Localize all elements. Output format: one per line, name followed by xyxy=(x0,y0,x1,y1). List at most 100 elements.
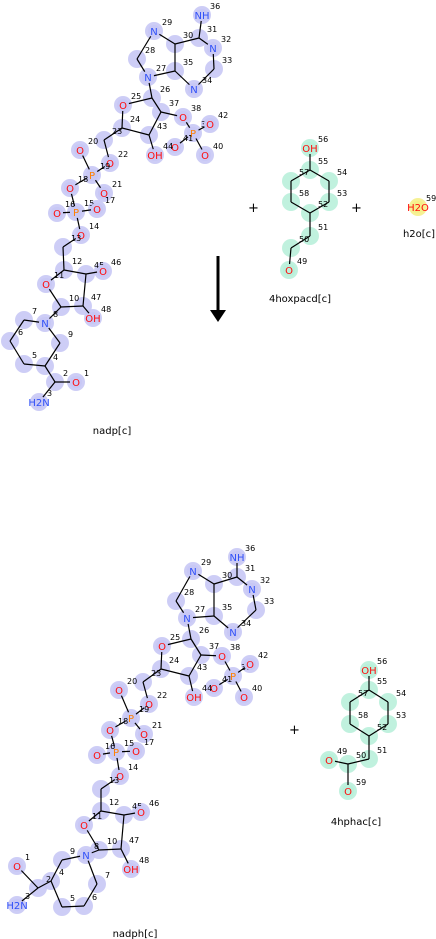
atom-symbol-56: OH xyxy=(361,666,376,677)
atom-symbol-19: P xyxy=(128,714,134,725)
atom-number-40: 40 xyxy=(213,142,223,151)
atom-number-12: 12 xyxy=(72,257,82,266)
atom-symbol-22: O xyxy=(106,159,114,170)
atom-number-14: 14 xyxy=(128,763,138,772)
atom-symbol-42: O xyxy=(206,120,214,131)
bond xyxy=(50,880,63,908)
atom-label-bg xyxy=(74,144,86,156)
atom-symbol-48: OH xyxy=(123,865,138,876)
atom-number-20: 20 xyxy=(88,137,98,146)
atom-number-6: 6 xyxy=(18,328,23,337)
atom-label-bg xyxy=(412,201,424,213)
atom-label-bg xyxy=(196,9,208,21)
atom-number-12: 12 xyxy=(109,798,119,807)
atom-label-bg xyxy=(246,583,258,595)
atom-symbol-29: N xyxy=(150,27,157,38)
bond xyxy=(174,37,200,45)
atom-symbol-17: O xyxy=(93,205,101,216)
atom-number-20: 20 xyxy=(127,677,137,686)
atom-number-50: 50 xyxy=(299,235,309,244)
caption-nadph: nadph[c] xyxy=(113,929,158,939)
atom-number-10: 10 xyxy=(107,837,117,846)
bond xyxy=(148,111,162,136)
atom-number-28: 28 xyxy=(145,46,155,55)
atom-symbol-39: P xyxy=(230,672,236,683)
atom-symbol-16: O xyxy=(53,209,61,220)
atom-number-48: 48 xyxy=(101,305,111,314)
atom-label-bg xyxy=(104,157,116,169)
atom-number-30: 30 xyxy=(183,31,193,40)
atom-symbol-15: P xyxy=(113,748,119,759)
atom-symbol-59: H2O xyxy=(407,203,429,214)
atom-number-58: 58 xyxy=(358,711,368,720)
atom-symbol-3: H2N xyxy=(28,398,49,409)
atom-number-30: 30 xyxy=(222,571,232,580)
atom-symbol-11: O xyxy=(80,821,88,832)
atom-symbol-49: O xyxy=(285,266,293,277)
atom-label-bg xyxy=(117,99,129,111)
atom-number-38: 38 xyxy=(191,104,201,113)
atom-label-bg xyxy=(142,71,154,83)
atom-number-4: 4 xyxy=(59,868,64,877)
bond xyxy=(368,723,389,737)
atom-number-16: 16 xyxy=(65,200,75,209)
atom-number-44: 44 xyxy=(202,684,212,693)
bond xyxy=(23,363,46,367)
atom-symbol-29: N xyxy=(189,567,196,578)
atom-label-bg xyxy=(75,229,87,241)
atom-number-40: 40 xyxy=(252,684,262,693)
atom-symbol-34: N xyxy=(190,85,197,96)
atom-number-9: 9 xyxy=(70,847,75,856)
atom-number-22: 22 xyxy=(157,691,167,700)
bond xyxy=(9,340,25,365)
bond xyxy=(142,668,162,683)
atom-number-33: 33 xyxy=(222,56,232,65)
atom-number-53: 53 xyxy=(337,189,347,198)
atom-number-41: 41 xyxy=(222,675,232,684)
atom-number-16: 16 xyxy=(105,742,115,751)
atom-symbol-59: O xyxy=(344,787,352,798)
bond xyxy=(347,758,370,765)
atom-symbol-40: O xyxy=(201,151,209,162)
atom-number-24: 24 xyxy=(130,115,140,124)
atom-symbol-48: OH xyxy=(85,314,100,325)
atom-number-54: 54 xyxy=(337,168,347,177)
atom-number-18: 18 xyxy=(78,175,88,184)
atom-label-bg xyxy=(80,849,92,861)
atom-label-bg xyxy=(342,785,354,797)
atom-number-50: 50 xyxy=(356,751,366,760)
atom-symbol-20: O xyxy=(115,686,123,697)
atom-label-bg xyxy=(169,141,181,153)
bond xyxy=(62,246,65,271)
atom-symbol-14: O xyxy=(77,231,85,242)
atom-number-1: 1 xyxy=(84,369,89,378)
atom-label-bg xyxy=(98,187,110,199)
atom-number-32: 32 xyxy=(221,35,231,44)
atom-number-9: 9 xyxy=(68,330,73,339)
atom-number-54: 54 xyxy=(396,689,406,698)
atom-symbol-15: P xyxy=(73,208,79,219)
bond xyxy=(61,905,85,908)
caption-h2o: h2o[c] xyxy=(403,229,435,240)
atom-label-bg xyxy=(363,664,375,676)
atom-symbol-22: O xyxy=(145,700,153,711)
atom-symbol-38: O xyxy=(218,652,226,663)
atom-number-28: 28 xyxy=(184,588,194,597)
caption-nadp: nadp[c] xyxy=(93,426,132,437)
bond xyxy=(44,365,56,383)
atom-number-19: 19 xyxy=(139,705,149,714)
atom-symbol-8: N xyxy=(41,319,48,330)
atom-label-bg xyxy=(11,860,23,872)
plus-sign-3: + xyxy=(289,723,300,738)
atom-number-35: 35 xyxy=(222,603,232,612)
atom-symbol-1: O xyxy=(72,378,80,389)
atom-label-bg xyxy=(97,265,109,277)
atom-symbol-11: O xyxy=(42,280,50,291)
atom-symbol-41: O xyxy=(210,684,218,695)
bond xyxy=(309,169,330,182)
bond xyxy=(121,127,150,136)
atom-label-bg xyxy=(283,264,295,276)
atom-number-21: 21 xyxy=(152,721,162,730)
